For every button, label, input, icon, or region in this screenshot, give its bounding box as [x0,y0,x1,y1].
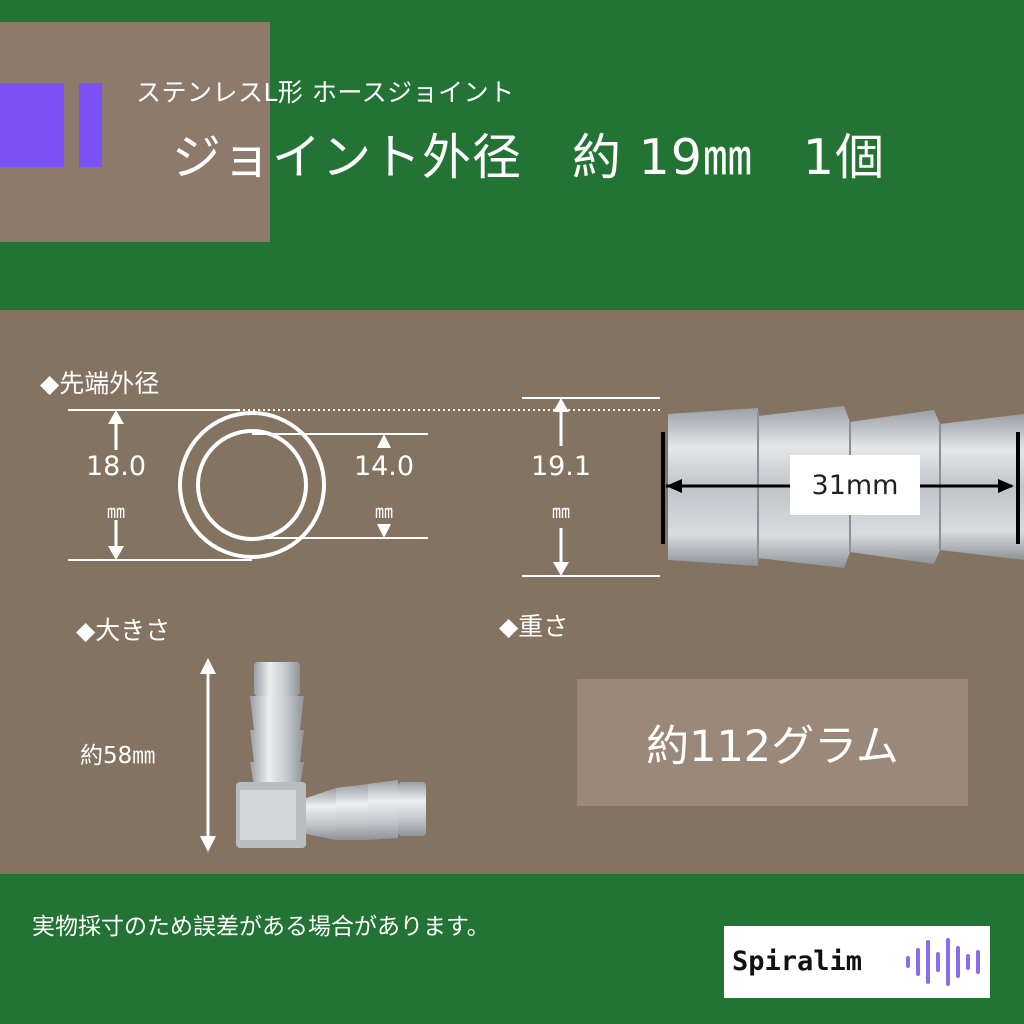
soundwave-icon [906,938,980,986]
outer-diameter-unit: ㎜ [107,502,125,523]
ring-outer-circle [178,411,326,559]
inner-diameter-unit: ㎜ [375,502,393,523]
outer-arrowhead-up [108,410,124,424]
weight-value-box: 約112グラム [577,679,968,806]
ring-inner-circle [196,429,308,541]
header-accent-bar [0,83,64,167]
joint-arrowhead-up [553,398,569,412]
height-arrowhead-down [200,836,216,852]
section-label-size: ◆大きさ [76,616,171,645]
product-subtitle: ステンレスL形 ホースジョイント [136,78,515,107]
inner-arrowhead-down [377,524,391,538]
section-label-tip-diameter: ◆先端外径 [40,369,160,398]
length-label: 31mm [790,455,920,515]
section-label-weight: ◆重さ [499,612,569,641]
brand-logo-text: Spiralim [732,946,863,977]
joint-diameter-value: 19.1 [530,451,592,482]
barbed-fitting-image [661,406,1024,568]
product-title: ジョイント外径 約 19㎜ 1個 [172,129,886,186]
outer-arrowhead-down [108,546,124,560]
inner-diameter-value: 14.0 [353,451,415,482]
joint-diameter-unit: ㎜ [552,502,570,523]
elbow-fitting-image [236,662,426,848]
header-accent-bar-thin [79,83,102,167]
height-arrowhead-up [200,658,216,674]
measurement-disclaimer: 実物採寸のため誤差がある場合があります。 [32,914,490,940]
joint-arrowhead-down [553,562,569,576]
outer-diameter-value: 18.0 [85,451,147,482]
height-label: 約58㎜ [80,743,156,769]
brand-logo: Spiralim [724,926,990,998]
inner-arrowhead-up [377,434,391,448]
